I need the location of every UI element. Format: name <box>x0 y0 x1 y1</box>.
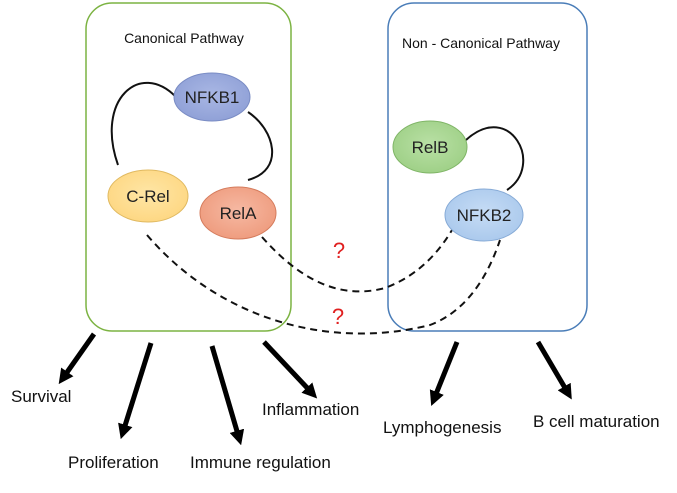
outcome-survival: Survival <box>11 387 71 406</box>
nfkb1-crel-connector <box>110 81 177 166</box>
nfkb1-rela-connector <box>247 111 274 181</box>
outcome-proliferation: Proliferation <box>68 453 159 472</box>
unknown-link-mark-2: ? <box>332 304 344 329</box>
unknown-link-mark-1: ? <box>333 238 345 263</box>
relb-nfkb2-connector <box>465 126 525 191</box>
node-nfkb1-label: NFKB1 <box>185 88 240 107</box>
outcome-immune-regulation: Immune regulation <box>190 453 331 472</box>
node-relb: RelB <box>392 120 468 174</box>
node-crel: C-Rel <box>107 169 189 223</box>
rela-nfkb2-dashed-connector <box>261 229 453 293</box>
node-nfkb1: NFKB1 <box>173 72 251 122</box>
node-relb-label: RelB <box>412 138 449 157</box>
arrow-to-lymphogenesis <box>429 341 460 406</box>
arrow-to-immune-regulation <box>209 345 245 446</box>
outcome-inflammation: Inflammation <box>262 400 359 419</box>
node-crel-label: C-Rel <box>126 187 169 206</box>
arrow-to-proliferation <box>118 342 154 440</box>
arrow-to-b-cell-maturation <box>535 340 572 400</box>
arrow-to-inflammation <box>262 340 318 399</box>
non-canonical-pathway-title: Non - Canonical Pathway <box>402 35 560 51</box>
node-rela-label: RelA <box>220 204 258 223</box>
crel-nfkb2-dashed-connector <box>146 234 501 335</box>
outcome-lymphogenesis: Lymphogenesis <box>383 418 501 437</box>
canonical-pathway-title: Canonical Pathway <box>124 30 244 46</box>
node-nfkb2: NFKB2 <box>444 188 524 242</box>
outcome-b-cell-maturation: B cell maturation <box>533 412 660 431</box>
node-rela: RelA <box>199 186 277 240</box>
canonical-pathway-box <box>85 2 292 332</box>
non-canonical-pathway-box <box>387 2 588 332</box>
node-nfkb2-label: NFKB2 <box>457 206 512 225</box>
arrow-to-survival <box>58 332 97 385</box>
